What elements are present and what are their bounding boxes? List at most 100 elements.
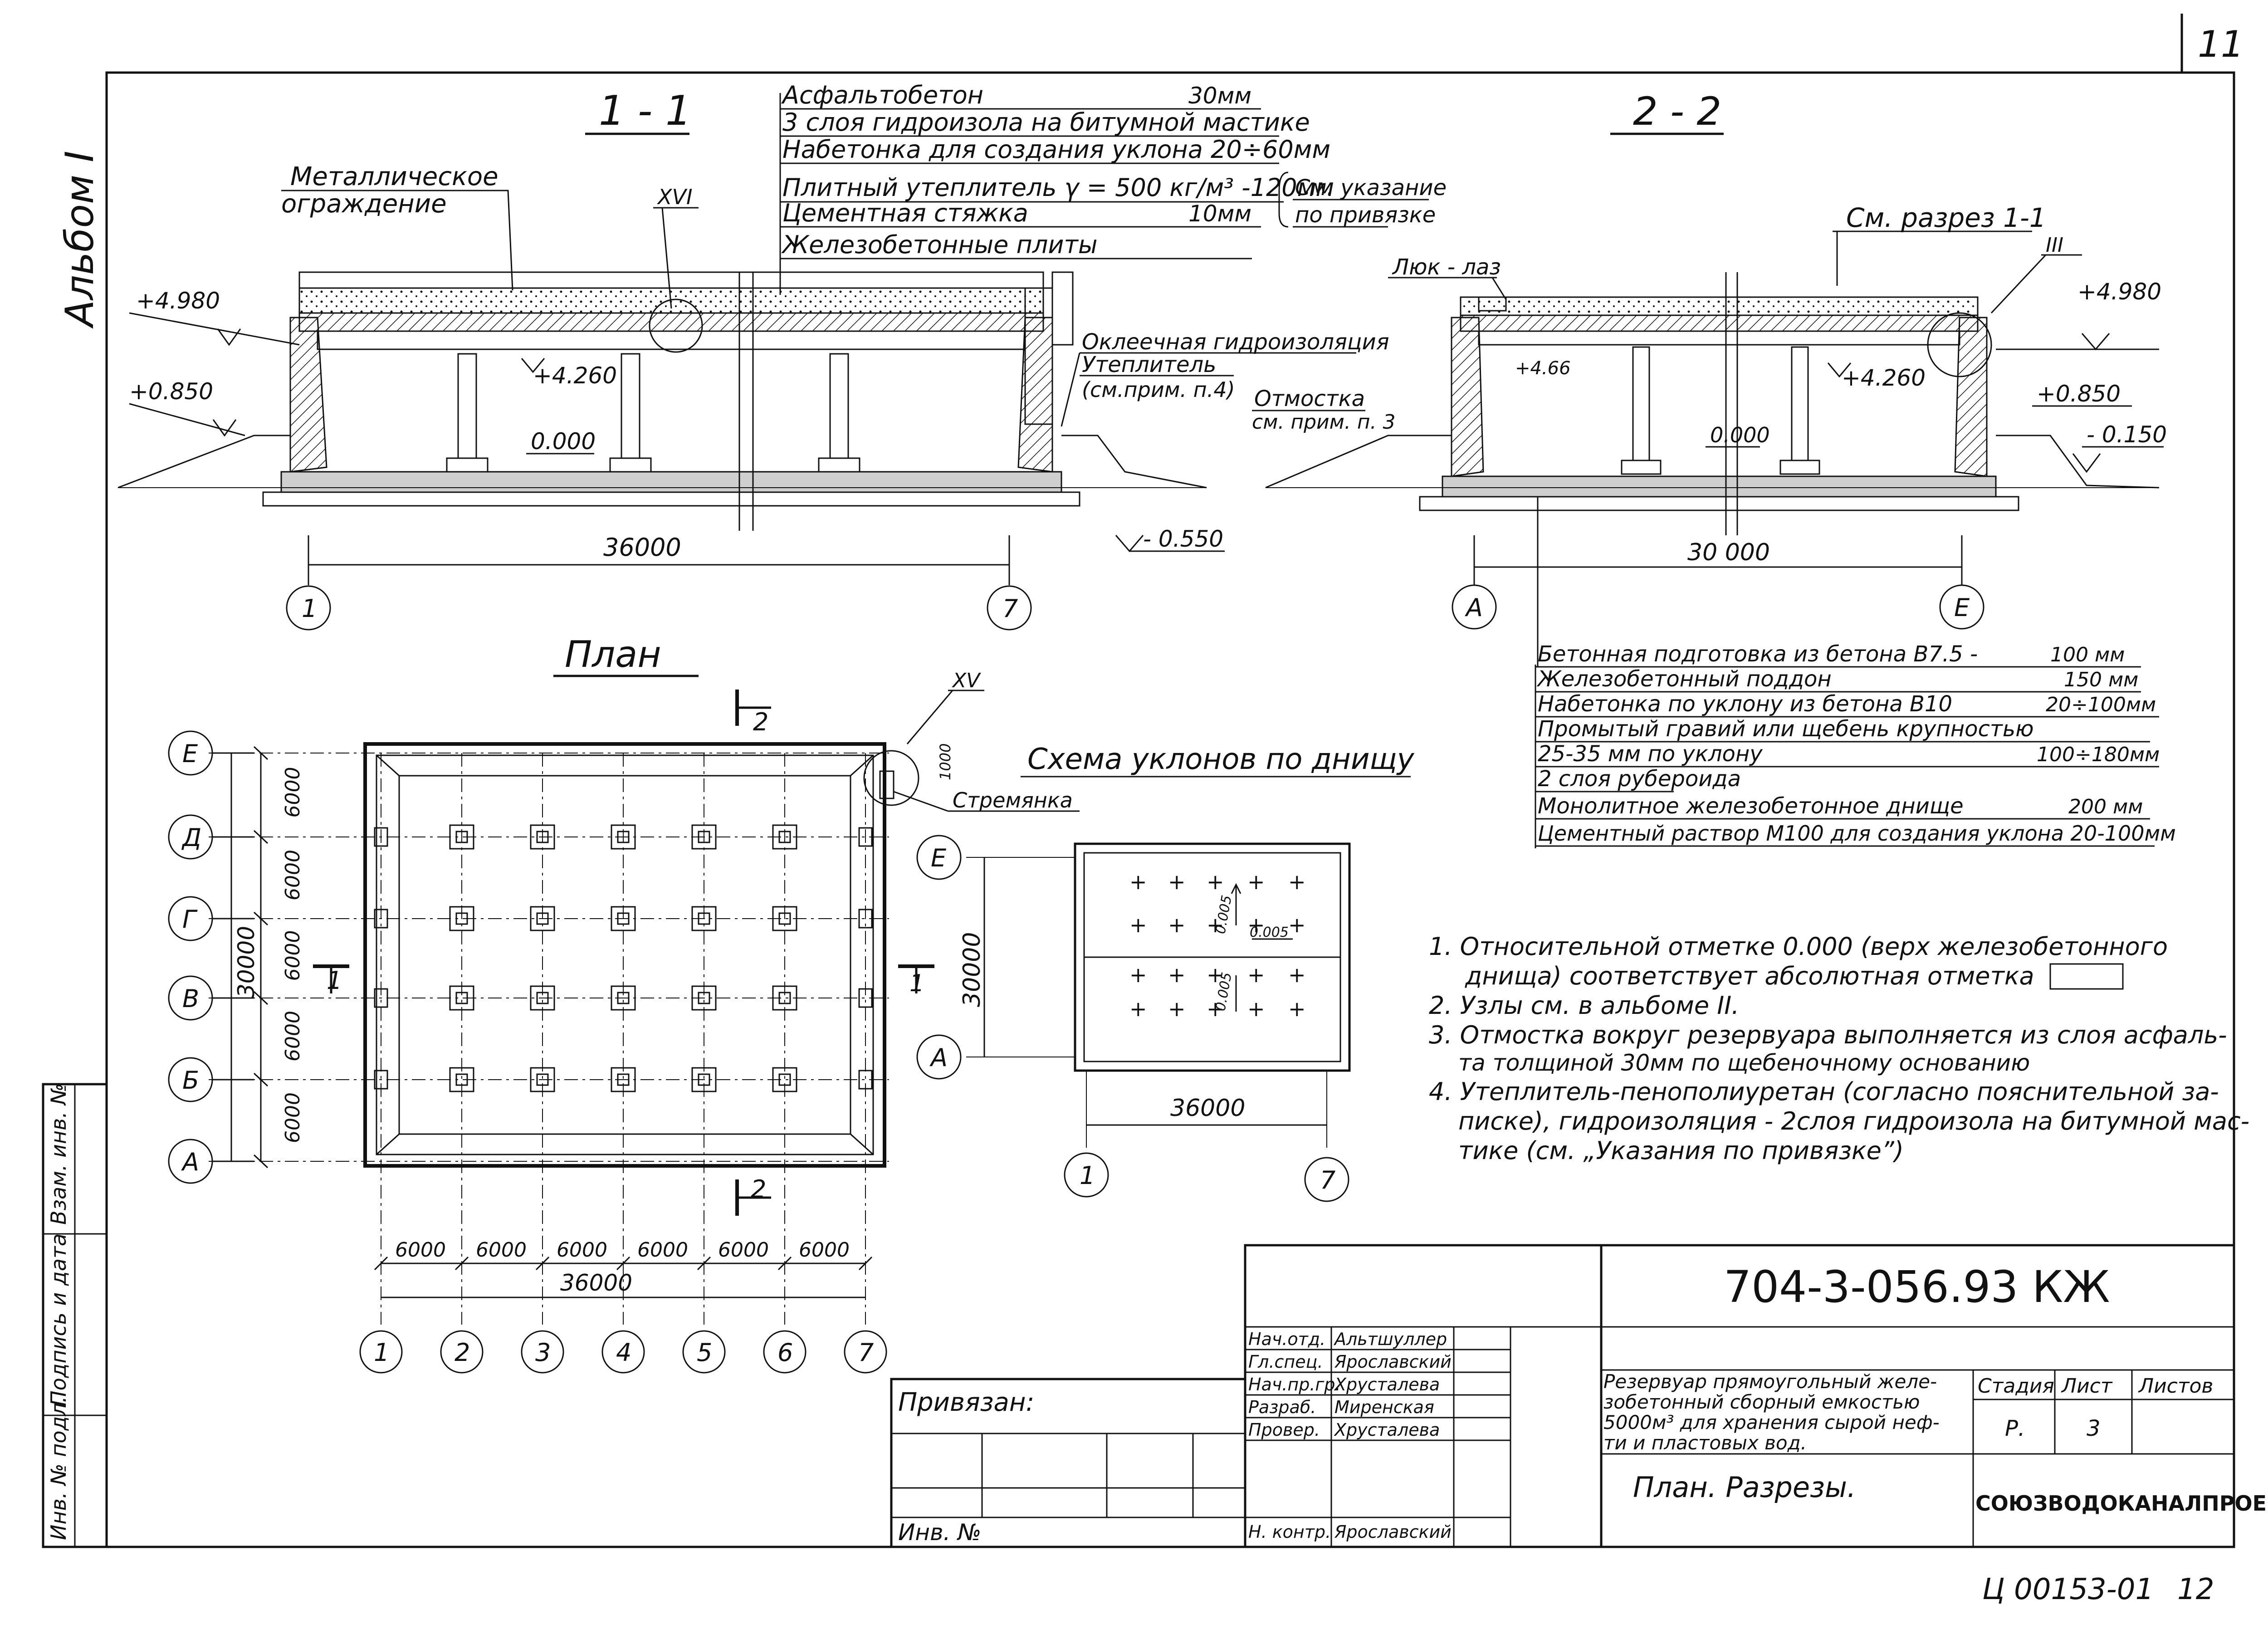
- layer-1: Асфальтобетон: [781, 81, 983, 109]
- plan-column: [449, 906, 474, 931]
- fence-label-1: Металлическое: [290, 162, 499, 191]
- stamp-title-1: Резервуар прямоугольный желе-: [1603, 1370, 1937, 1393]
- stamp-title-4: ти и пластовых вод.: [1603, 1432, 1807, 1454]
- slope-cross: +: [1207, 963, 1224, 987]
- layer-6: Железобетонные плиты: [781, 230, 1098, 259]
- plan: План XV 1000 Стремянка 2 2 1: [168, 633, 1080, 1374]
- bl-2: Железобетонный поддон: [1536, 666, 1832, 692]
- slope-cross: +: [1247, 870, 1265, 894]
- plan-row-label: Г: [182, 905, 198, 934]
- layer-5: Цементная стяжка: [782, 199, 1028, 227]
- sheets-header: Листов: [2138, 1375, 2213, 1398]
- right-note-4: Отмостка: [1254, 386, 1365, 411]
- elev-4260: +4.260: [533, 362, 617, 389]
- stamp-role: Н. контр.: [1248, 1522, 1331, 1542]
- plan-column: [772, 1067, 797, 1092]
- plan-col-label: 2: [455, 1338, 470, 1367]
- see-section-1-1: См. разрез 1-1: [1846, 202, 2046, 233]
- slope-cross: +: [1168, 913, 1186, 937]
- plan-column: [611, 985, 636, 1011]
- plan-row-label: В: [182, 984, 199, 1013]
- dim-36000: 36000: [603, 533, 681, 562]
- plan-column: [772, 824, 797, 850]
- bl-7: Монолитное железобетонное днище: [1538, 793, 1964, 819]
- section-2-2-title: 2 - 2: [1633, 89, 1721, 134]
- stamp-person: Хрусталева: [1334, 1375, 1440, 1394]
- plan-col-dim: 6000: [395, 1238, 446, 1262]
- plan-column: [530, 985, 555, 1011]
- section-1-1-node: XVI: [657, 185, 693, 209]
- plan-column: [530, 906, 555, 931]
- slope-cross: +: [1129, 870, 1147, 894]
- plan-col-bubble: [682, 1330, 726, 1374]
- plan-column: [449, 824, 474, 850]
- stamp-person: Ярославский: [1334, 1352, 1452, 1372]
- plan-column: [691, 985, 717, 1011]
- plan-wall-pilaster: [374, 827, 388, 847]
- plan-column: [691, 1067, 717, 1092]
- plan-col-bubble: [763, 1330, 807, 1374]
- s22-elev-466: +4.66: [1515, 358, 1571, 379]
- axis-7: 7: [1002, 594, 1018, 623]
- corner-number: 11: [2198, 23, 2244, 65]
- section-2-2-elevations: +4.980 +4.66 +4.260 0.000 +0.850 - 0.150: [1515, 279, 2167, 473]
- layer-2: 3 слоя гидроизола на битумной мастике: [782, 108, 1310, 137]
- slope-cross: +: [1288, 913, 1306, 937]
- plan-dim-1000: 1000: [937, 744, 954, 780]
- plan-wall-pilaster: [374, 909, 388, 929]
- plan-wall-pilaster: [374, 988, 388, 1008]
- section-1-1: 1 - 1 Металлическое ограждение XVI Асфал…: [117, 81, 1447, 631]
- layer-1-value: 30мм: [1188, 83, 1251, 109]
- plan-col-dim: 6000: [476, 1238, 527, 1262]
- slope-cross: +: [1247, 997, 1265, 1021]
- slope-dim-h: 36000: [1170, 1095, 1245, 1122]
- stamp-bound: Привязан:: [898, 1388, 1034, 1417]
- sheet-value: 3: [2087, 1416, 2101, 1441]
- axis-e-top: Е: [1954, 593, 1970, 622]
- section-2-2: 2 - 2 См. разрез 1-1 Люк - лаз III: [1265, 89, 2167, 667]
- slope-col-right: 7: [1320, 1166, 1335, 1194]
- stamp-code: 704-3-056.93 КЖ: [1724, 1262, 2110, 1312]
- stamp-person: Хрусталева: [1334, 1420, 1440, 1440]
- elev-top: +4.980: [136, 288, 220, 314]
- plan-col-label: 6: [777, 1338, 793, 1367]
- slope-cut: 1: [909, 970, 924, 997]
- slope-scheme: Схема уклонов по днищу +++++++++++++++++…: [898, 743, 1415, 1202]
- plan-cut-2-top: 2: [753, 708, 768, 736]
- plan-col-bubble: [521, 1330, 564, 1374]
- note-3b: та толщиной 30мм по щебеночному основани…: [1458, 1050, 2030, 1076]
- slope-cross: +: [1168, 963, 1186, 987]
- section-1-1-elevations: +4.980 +0.850 +4.260 0.000 - 0.550: [129, 288, 1225, 553]
- plan-col-label: 7: [858, 1338, 874, 1367]
- bl-3-value: 20÷100мм: [2046, 693, 2156, 716]
- axis-a-top: А: [1465, 593, 1483, 622]
- plan-wall-pilaster: [858, 988, 873, 1008]
- slope-1: 0.005: [1212, 894, 1235, 935]
- slope-cross: +: [1207, 913, 1224, 937]
- plan-column: [611, 906, 636, 931]
- axis-1: 1: [302, 594, 317, 623]
- plan-row-dim: 6000: [281, 850, 304, 900]
- plan-col-dim: 6000: [799, 1238, 850, 1262]
- bl-1: Бетонная подготовка из бетона В7.5 -: [1538, 641, 1978, 667]
- section-1-1-title: 1 - 1: [599, 87, 691, 135]
- plan-column: [691, 906, 717, 931]
- slope-row-bottom: А: [929, 1043, 948, 1072]
- plan-col-label: 3: [535, 1338, 551, 1367]
- bottom-code: Ц 00153-01: [1982, 1573, 2154, 1606]
- plan-column: [611, 824, 636, 850]
- plan-col-bubble: [844, 1330, 887, 1374]
- right-note-2: Утеплитель: [1082, 352, 1216, 377]
- plan-column: [530, 824, 555, 850]
- note-1b: днища) соответствует абсолютная отметка: [1465, 962, 2034, 990]
- strip-vzam-inv: Взам. инв. №: [46, 1083, 71, 1225]
- plan-total-v: 30000: [233, 926, 259, 998]
- plan-wall-pilaster: [858, 827, 873, 847]
- stamp-role: Разраб.: [1248, 1397, 1316, 1417]
- plan-row-label: Б: [182, 1066, 199, 1095]
- note-4b: писке), гидроизоляция - 2слоя гидроизола…: [1458, 1107, 2249, 1135]
- plan-title: План: [565, 633, 661, 675]
- bl-1-value: 100 мм: [2050, 643, 2125, 666]
